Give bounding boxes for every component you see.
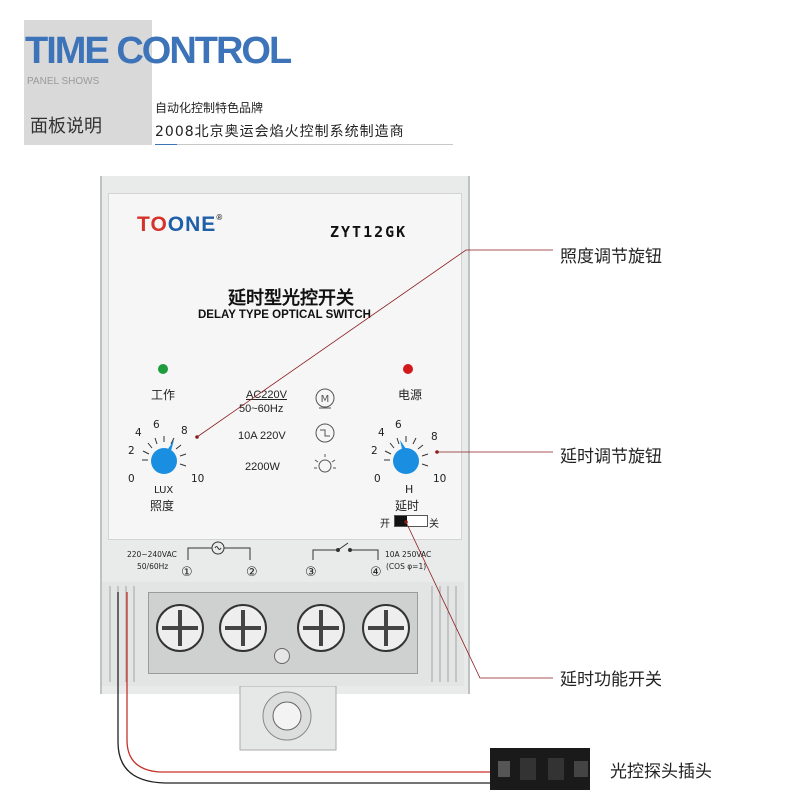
power-supply-symbol bbox=[187, 541, 251, 560]
load-icon bbox=[315, 423, 335, 443]
work-led-label: 工作 bbox=[151, 388, 176, 402]
terminal-screw-2[interactable] bbox=[219, 604, 267, 652]
lux-label: 照度 bbox=[150, 499, 175, 513]
delay-scale-10: 10 bbox=[433, 473, 447, 485]
brand-text: T bbox=[137, 213, 151, 236]
delay-knob[interactable] bbox=[393, 448, 419, 474]
power-led bbox=[403, 364, 413, 374]
lux-scale-4: 4 bbox=[135, 427, 142, 439]
terminal-input-frequency: 50/60Hz bbox=[137, 562, 169, 571]
terminal-number-1: ① bbox=[181, 565, 193, 580]
panel-label: 面板说明 bbox=[30, 116, 102, 137]
lux-scale-6: 6 bbox=[153, 419, 160, 431]
delay-knob-dial bbox=[384, 436, 429, 474]
delay-scale-4: 4 bbox=[378, 427, 385, 439]
header-title: TIME CONTROL bbox=[25, 30, 292, 72]
lux-scale-0: 0 bbox=[128, 473, 135, 485]
terminal-screw-1[interactable] bbox=[156, 604, 204, 652]
callout-delay-knob: 延时调节旋钮 bbox=[560, 447, 662, 467]
callout-lux-knob: 照度调节旋钮 bbox=[560, 247, 662, 267]
spec-frequency: 50~60Hz bbox=[239, 403, 284, 415]
delay-scale-2: 2 bbox=[371, 445, 378, 457]
callout-delay-switch: 延时功能开关 bbox=[560, 670, 662, 690]
probe-cable-red bbox=[126, 592, 500, 773]
terminal-number-3: ③ bbox=[305, 565, 317, 580]
power-led-label: 电源 bbox=[398, 388, 423, 402]
switch-on-label: 开 bbox=[380, 519, 390, 530]
registered-mark: ® bbox=[216, 213, 224, 222]
mounting-hole bbox=[274, 648, 290, 664]
spec-voltage: AC220V bbox=[246, 389, 287, 401]
work-led bbox=[158, 364, 168, 374]
brand-text: NE bbox=[185, 213, 217, 236]
delay-label: 延时 bbox=[395, 499, 420, 513]
lux-knob[interactable] bbox=[151, 448, 177, 474]
callout-line-switch bbox=[405, 521, 553, 679]
spec-current: 10A 220V bbox=[238, 430, 286, 442]
delay-scale-8: 8 bbox=[431, 431, 438, 443]
cable-gland bbox=[239, 686, 337, 751]
header-background bbox=[24, 20, 152, 145]
delay-scale-0: 0 bbox=[374, 473, 381, 485]
lux-knob-dial bbox=[142, 436, 187, 474]
device-title-cn: 延时型光控开关 bbox=[228, 288, 354, 309]
probe-plug[interactable] bbox=[490, 748, 600, 790]
lux-unit-label: LUX bbox=[154, 485, 174, 496]
model-number: ZYT12GK bbox=[330, 223, 408, 241]
lux-scale-2: 2 bbox=[128, 445, 135, 457]
delay-function-switch-knob[interactable] bbox=[395, 516, 407, 526]
callout-line-lux bbox=[196, 249, 553, 438]
header-subtitle: PANEL SHOWS bbox=[27, 76, 100, 87]
lamp-icon bbox=[314, 454, 336, 473]
tagline: 自动化控制特色品牌 bbox=[155, 101, 264, 115]
spec-power: 2200W bbox=[245, 461, 280, 473]
header-rule bbox=[177, 144, 453, 145]
lux-scale-8: 8 bbox=[181, 425, 188, 437]
switch-off-label: 关 bbox=[429, 519, 439, 530]
terminal-screw-3[interactable] bbox=[297, 604, 345, 652]
terminal-screw-4[interactable] bbox=[362, 604, 410, 652]
brand-text: O bbox=[150, 213, 168, 236]
terminal-output-rating: 10A 250VAC bbox=[385, 550, 432, 559]
lux-scale-10: 10 bbox=[191, 473, 205, 485]
terminal-output-cos: (COS φ=1) bbox=[386, 562, 427, 571]
spec-symbols: M bbox=[314, 388, 336, 473]
relay-contact-symbol bbox=[312, 542, 379, 560]
device-title-en: DELAY TYPE OPTICAL SWITCH bbox=[198, 309, 371, 321]
header-rule-accent bbox=[155, 144, 177, 145]
brand-logo: TOONE® bbox=[137, 213, 223, 237]
probe-cable-black bbox=[117, 592, 500, 784]
motor-icon: M bbox=[315, 388, 335, 409]
terminal-number-4: ④ bbox=[370, 565, 382, 580]
terminal-number-2: ② bbox=[246, 565, 258, 580]
terminal-input-voltage: 220~240VAC bbox=[127, 550, 177, 559]
brand-text: O bbox=[167, 213, 186, 236]
delay-unit-label: H bbox=[405, 483, 414, 496]
callout-probe-plug: 光控探头插头 bbox=[610, 762, 712, 782]
delay-scale-6: 6 bbox=[395, 419, 402, 431]
svg-text:M: M bbox=[321, 394, 330, 405]
terminal-wiring-symbols bbox=[187, 541, 379, 560]
tagline-olympics: 2008北京奥运会焰火控制系统制造商 bbox=[155, 124, 405, 140]
